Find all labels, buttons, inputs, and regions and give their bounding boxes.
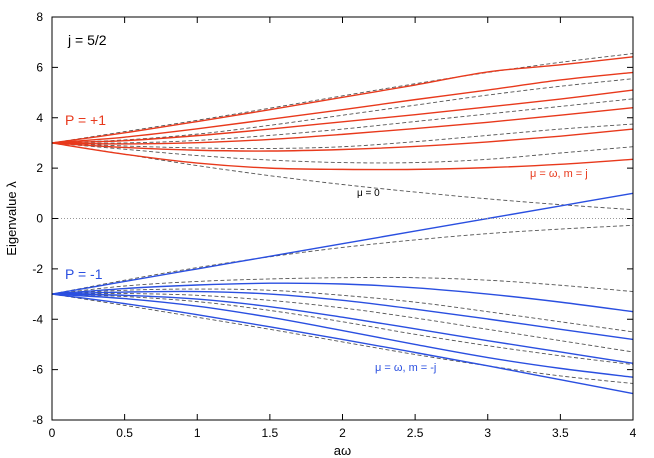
- mu-zero-curve: [51, 224, 634, 295]
- mu-omega-m-minus-j-label: μ = ω, m = -j: [375, 362, 436, 374]
- p-minus-curve: [51, 293, 634, 378]
- mu-omega-m-j-label: μ = ω, m = j: [530, 168, 588, 180]
- p-minus-curve: [51, 293, 634, 365]
- y-tick-label: 6: [36, 60, 43, 74]
- y-tick-label: 2: [36, 161, 43, 175]
- y-tick-label: 0: [36, 212, 43, 226]
- x-tick-label: 2.5: [407, 426, 424, 440]
- y-tick-label: -2: [32, 262, 43, 276]
- x-tick-label: 3.5: [552, 426, 569, 440]
- x-axis-title: aω: [334, 443, 351, 458]
- tick-labels-layer: 0 0.5 1 1.5 2 2.5 3 3.5 4 -8 -6 -4 -2 0 2 4 6 8: [32, 10, 636, 440]
- x-tick-label: 0: [49, 426, 56, 440]
- p-plus-curve: [51, 128, 634, 152]
- mu-zero-curve: [51, 78, 634, 144]
- mu-zero-curve: [51, 293, 634, 384]
- p-plus-label: P = +1: [65, 112, 106, 128]
- p-plus-curve: [51, 142, 634, 171]
- x-tick-label: 2: [339, 426, 346, 440]
- x-tick-label: 1: [194, 426, 201, 440]
- p-plus-curve: [51, 71, 634, 144]
- mu-zero-label: μ = 0: [357, 188, 380, 199]
- mu-zero-curve: [51, 288, 634, 333]
- j-value-label: j = 5/2: [67, 32, 107, 48]
- x-tick-label: 3: [484, 426, 491, 440]
- p-plus-curve: [51, 106, 634, 145]
- series-layer: [51, 53, 634, 395]
- mu-zero-curve: [51, 98, 634, 144]
- mu-zero-curve: [51, 293, 634, 353]
- p-minus-label: P = -1: [65, 266, 103, 282]
- mu-zero-curve: [51, 142, 634, 211]
- ticks-layer: [51, 16, 634, 421]
- y-tick-label: 4: [36, 111, 43, 125]
- y-tick-label: 8: [36, 10, 43, 24]
- mu-zero-curve: [51, 276, 634, 295]
- mu-zero-curve: [51, 293, 634, 366]
- mu-zero-curve: [51, 53, 634, 144]
- p-minus-curve: [51, 290, 634, 341]
- x-tick-label: 0.5: [116, 426, 133, 440]
- x-tick-label: 4: [630, 426, 637, 440]
- mu-zero-curve: [51, 142, 634, 164]
- p-plus-curve: [51, 89, 634, 144]
- y-tick-label: -8: [32, 413, 43, 427]
- mu-zero-curve: [51, 123, 634, 149]
- y-tick-label: -4: [32, 312, 43, 326]
- p-minus-curve: [51, 282, 634, 313]
- y-axis-title: Eigenvalue λ: [4, 181, 19, 256]
- y-tick-label: -6: [32, 363, 43, 377]
- p-minus-curve: [51, 192, 634, 295]
- x-tick-label: 1.5: [262, 426, 279, 440]
- p-minus-curve: [51, 293, 634, 395]
- p-plus-curve: [51, 56, 634, 144]
